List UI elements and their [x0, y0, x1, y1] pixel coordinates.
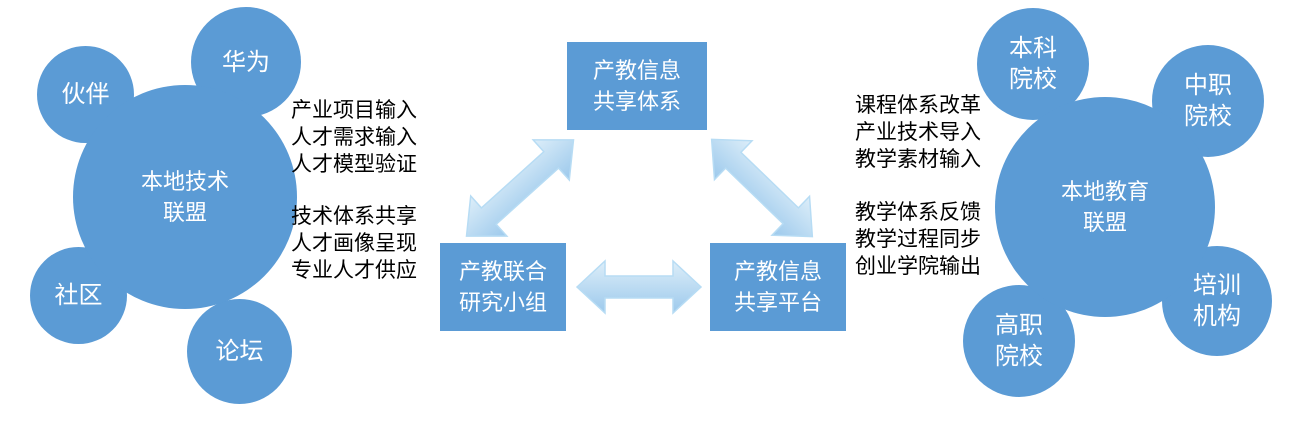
arrow-system-to-research-group [465, 139, 575, 237]
circle-undergraduate-colleges: 本科 院校 [977, 8, 1089, 120]
annotation-right-top: 课程体系改革 产业技术导入 教学素材输入 [855, 92, 981, 173]
circle-forum: 论坛 [187, 299, 292, 404]
annotation-left-bottom: 技术体系共享 人才画像呈现 专业人才供应 [291, 203, 417, 284]
box-industry-education-info-sharing-platform: 产教信息 共享平台 [710, 243, 846, 331]
annotation-line: 产业项目输入 [291, 99, 417, 122]
circle-local-technology-alliance-label: 本地技术 联盟 [140, 169, 229, 225]
annotation-line: 产业技术导入 [855, 121, 981, 144]
circle-local-education-alliance-label: 本地教育 联盟 [1060, 179, 1149, 235]
annotation-line: 专业人才供应 [291, 259, 417, 282]
circle-partner: 伙伴 [37, 46, 134, 143]
circle-community: 社区 [30, 247, 127, 344]
annotation-line: 创业学院输出 [855, 255, 981, 278]
annotation-line: 教学过程同步 [855, 228, 981, 251]
annotation-line: 课程体系改革 [855, 94, 981, 117]
circle-partner-label: 伙伴 [61, 81, 110, 108]
box-industry-education-info-sharing-system: 产教信息 共享体系 [567, 42, 707, 130]
annotation-line: 人才画像呈现 [291, 232, 417, 255]
circle-huawei-label: 华为 [222, 48, 270, 76]
box-sharing-platform-label: 产教信息 共享平台 [733, 259, 822, 315]
circle-community-label: 社区 [54, 282, 103, 309]
circle-secondary-vocational-colleges: 中职 院校 [1152, 45, 1264, 157]
circle-undergraduate-colleges-label: 本科 院校 [1009, 35, 1057, 93]
annotation-line: 人才需求输入 [291, 126, 417, 149]
circle-local-education-alliance: 本地教育 联盟 [995, 97, 1215, 317]
box-sharing-system-label: 产教信息 共享体系 [592, 58, 681, 114]
annotation-right-bottom: 教学体系反馈 教学过程同步 创业学院输出 [855, 199, 981, 280]
annotation-line: 人才模型验证 [291, 153, 417, 176]
circle-local-technology-alliance: 本地技术 联盟 [73, 85, 297, 309]
circle-secondary-vocational-colleges-label: 中职 院校 [1184, 72, 1232, 130]
arrow-research-group-to-platform [575, 259, 703, 315]
annotation-line: 技术体系共享 [291, 205, 417, 228]
arrow-system-to-platform [710, 138, 814, 238]
circle-higher-vocational-colleges-label: 高职 院校 [995, 312, 1043, 370]
annotation-left-top: 产业项目输入 人才需求输入 人才模型验证 [291, 97, 417, 178]
circle-training-institutions-label: 培训 机构 [1193, 272, 1241, 330]
circle-forum-label: 论坛 [215, 338, 264, 365]
box-research-group-label: 产教联合 研究小组 [458, 259, 547, 315]
box-industry-education-joint-research-group: 产教联合 研究小组 [440, 243, 566, 331]
annotation-line: 教学素材输入 [855, 148, 981, 171]
annotation-line: 教学体系反馈 [855, 201, 981, 224]
